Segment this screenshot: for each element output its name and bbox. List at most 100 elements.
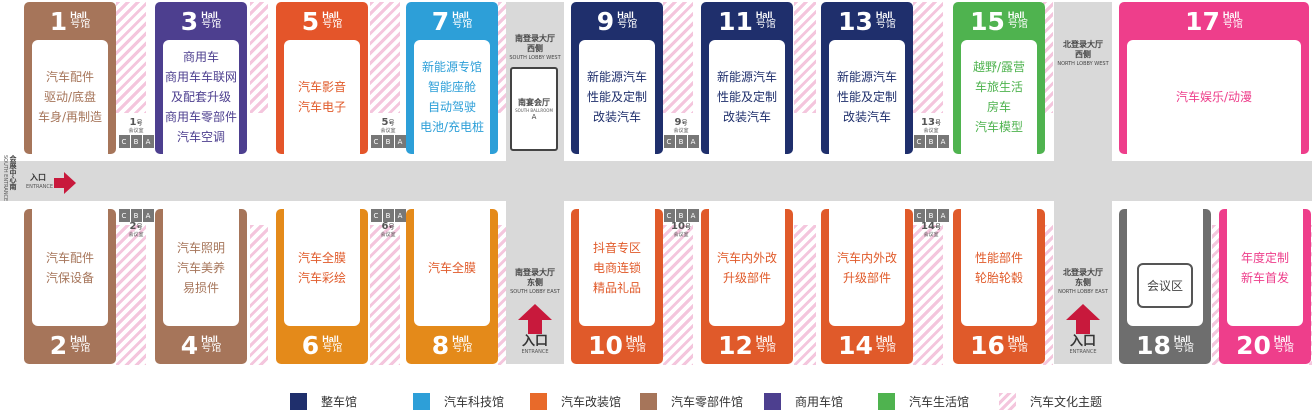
meeting-room-number: 14 [921,221,935,232]
section-B[interactable]: B [675,209,687,222]
section-A[interactable]: A [687,135,699,148]
legend-swatch [413,393,430,410]
culture-zone-top [913,2,943,113]
hall-word-en: Hall [755,334,773,345]
hall-exhibit-box: 汽车照明汽车美养易损件 [163,209,239,326]
section-A[interactable]: A [142,209,154,222]
hall-exhibit-box: 抖音专区电商连锁精品礼品 [579,209,655,326]
section-A[interactable]: A [394,135,406,148]
section-A[interactable]: A [937,209,949,222]
section-C[interactable]: C [663,135,675,148]
section-B[interactable]: B [925,135,937,148]
section-C[interactable]: C [118,135,130,148]
hall-exhibit-box: 新能源专馆智能座舱自动驾驶电池/充电桩 [414,40,490,154]
hall-exhibit-line: 性能部件 [974,250,1023,265]
legend-item: 汽车科技馆 [413,393,504,410]
arrow-up-icon [1066,304,1100,334]
hall-number: 14 [838,330,873,360]
culture-zone-top [498,2,506,113]
hall-exhibit-line: 汽车电子 [297,100,346,114]
hall-word-en: Hall [70,334,87,345]
meeting-room-number: 5 [381,117,389,128]
section-A[interactable]: A [687,209,699,222]
hall-exhibit-line: 改装汽车 [592,110,641,124]
section-C[interactable]: C [370,209,382,222]
north-entrance[interactable]: 入口 ENTRANCE [1054,304,1112,362]
hall-word-en: Hall [875,334,893,345]
culture-zone-top [794,2,816,113]
hall-exhibit-line: 改装汽车 [842,110,891,124]
section-B[interactable]: B [130,135,142,148]
hall-exhibit-line: 车旅生活 [974,80,1023,94]
hall-exhibit-box: 汽车全膜 [414,209,490,326]
hall-number: 7 [431,6,450,36]
section-B[interactable]: B [382,209,394,222]
section-C[interactable]: C [118,209,130,222]
meeting-room-suffix: 号 [136,120,143,127]
section-C[interactable]: C [913,209,925,222]
hall-word-en: Hall [452,334,469,345]
section-B[interactable]: B [925,209,937,222]
section-C[interactable]: C [663,209,675,222]
section-A[interactable]: A [142,135,154,148]
meeting-room-suffix: 号 [388,120,395,127]
hall-word-cn: 号馆 [1007,343,1028,355]
section-C[interactable]: C [913,135,925,148]
hall-exhibit-line: 及配套升级 [170,90,231,104]
meeting-zone: 会议区 [1137,263,1193,308]
hall-exhibit-line: 抖音专区 [592,240,641,255]
hall-exhibit-line: 驱动/底盘 [43,90,97,104]
meeting-room-sub: 会议室 [380,128,396,134]
hall-word-en: Hall [1273,334,1291,345]
section-B[interactable]: B [382,135,394,148]
north-lobby-east: 北登录大厅 东侧 NORTH LOBBY EAST [1058,268,1108,295]
section-A[interactable]: A [937,135,949,148]
south-entrance[interactable]: 入口 ENTRANCE [506,304,564,362]
hall-word-en: Hall [1007,334,1025,345]
hall-exhibit-line: 电商连锁 [592,260,641,275]
meeting-room-sub: 会议室 [923,128,939,134]
section-B[interactable]: B [675,135,687,148]
hall-word-cn: 号馆 [1222,19,1243,31]
hall-exhibit-line: 车身/再制造 [37,110,103,124]
west-entrance[interactable]: 入口 ENTRANCE [26,172,76,196]
section-A[interactable]: A [394,209,406,222]
hall-exhibit-line: 汽车美养 [176,260,225,275]
legend-label: 整车馆 [321,395,358,409]
hall-exhibit-line: 商用车车联网 [164,70,237,84]
culture-zone-top [663,2,693,113]
south-ballroom[interactable]: 南宴会厅 SOUTH BALLROOM A [510,67,558,151]
section-C[interactable]: C [370,135,382,148]
hall-word-cn: 号馆 [1173,343,1194,355]
section-B[interactable]: B [130,209,142,222]
